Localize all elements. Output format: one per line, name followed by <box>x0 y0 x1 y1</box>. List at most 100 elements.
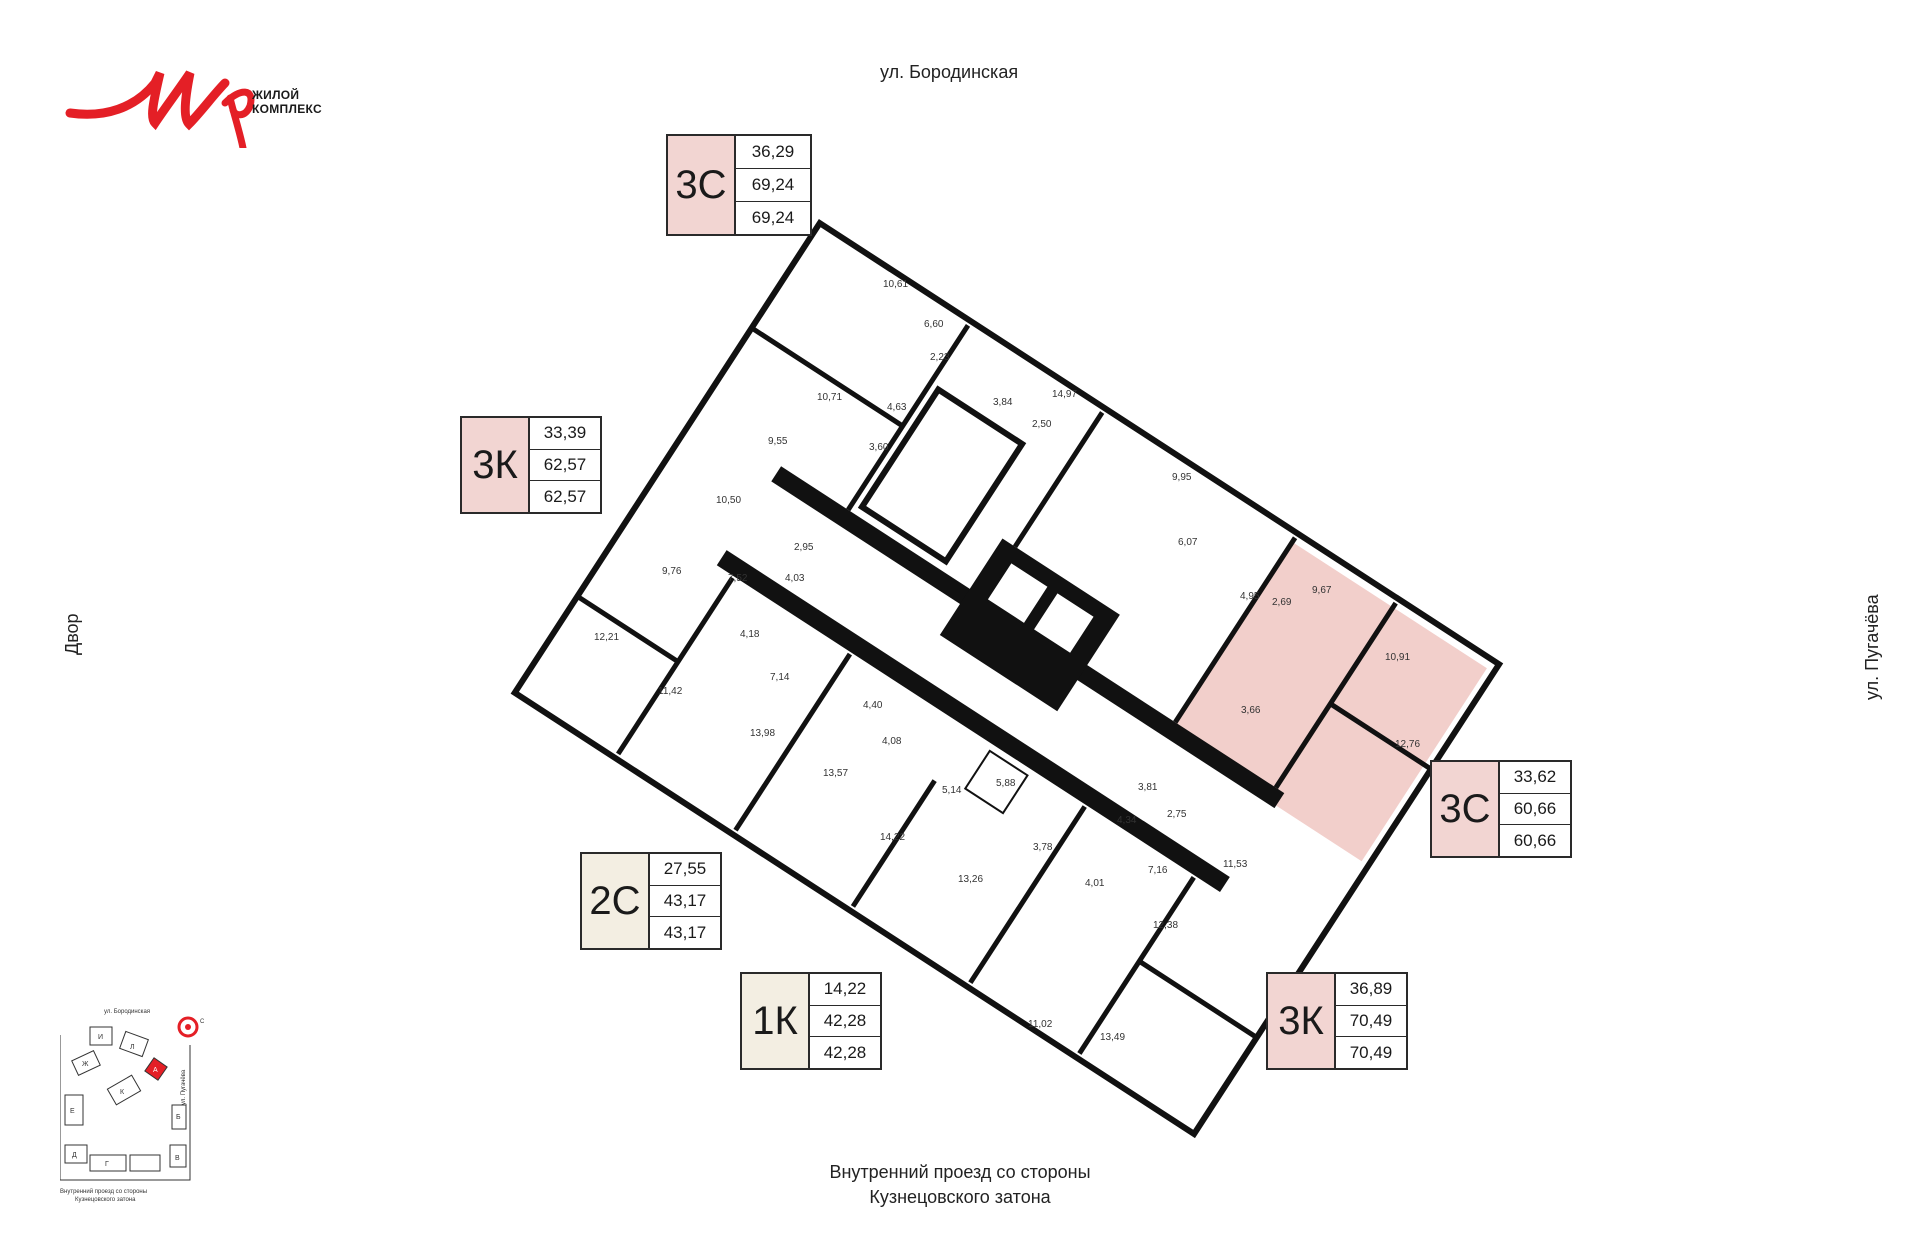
total-area: 69,24 <box>736 169 810 202</box>
room-area: 10,91 <box>1385 652 1410 663</box>
room-area: 9,95 <box>1172 472 1192 483</box>
room-area: 4,40 <box>863 700 883 711</box>
room-area: 2,69 <box>1272 597 1292 608</box>
room-area: 4,08 <box>882 736 902 747</box>
apartment-values: 36,89 70,49 70,49 <box>1336 974 1406 1068</box>
street-bottom-line1: Внутренний проезд со стороны <box>829 1162 1091 1182</box>
room-area: 3,84 <box>993 397 1013 408</box>
room-area: 4,95 <box>1240 591 1260 602</box>
apartment-type: 3С <box>1432 762 1500 856</box>
room-area: 7,16 <box>1148 865 1168 876</box>
living-area: 27,55 <box>650 854 720 886</box>
room-area: 12,38 <box>1153 920 1178 931</box>
street-bottom: Внутренний проезд со стороны Кузнецовско… <box>780 1160 1140 1210</box>
total-area: 70,49 <box>1336 1006 1406 1038</box>
section-letter: Б <box>176 1114 181 1121</box>
apartment-values: 33,39 62,57 62,57 <box>530 418 600 512</box>
total-area: 62,57 <box>530 450 600 482</box>
room-area-labels: 10,61 6,60 2,23 3,84 14,97 10,71 4,63 2,… <box>594 279 1420 1043</box>
section-letter: И <box>98 1034 103 1041</box>
room-area: 12,76 <box>1395 739 1420 750</box>
total-area-balcony: 43,17 <box>663 922 707 942</box>
corridor-wall-bottom <box>716 550 1230 893</box>
compass-north: С <box>200 1019 205 1025</box>
site-minimap: ул. Бородинская ул. Пугачёва И Л Ж А К Е… <box>60 1009 205 1203</box>
room-area: 4,01 <box>1085 878 1105 889</box>
section-letter: Е <box>70 1108 75 1115</box>
apartment-type: 3К <box>1268 974 1336 1068</box>
apartment-values: 36,29 69,24 69,24 <box>736 136 810 234</box>
apartment-card-3k-bottom[interactable]: 3К 36,89 70,49 70,49 <box>1266 972 1408 1070</box>
section-letter: В <box>175 1155 180 1162</box>
room-area: 13,98 <box>750 728 775 739</box>
minimap-street-right: ул. Пугачёва <box>181 1069 187 1105</box>
room-area: 4,18 <box>740 629 760 640</box>
minimap-caption-line1: Внутренний проезд со стороны <box>60 1188 147 1195</box>
total-area-balcony: 60,66 <box>1513 830 1557 850</box>
room-area: 2,50 <box>1032 419 1052 430</box>
room-area: 4,34 <box>1117 815 1137 826</box>
room-area: 4,63 <box>887 402 907 413</box>
room-area: 9,55 <box>768 436 788 447</box>
total-area-balcony: 70,49 <box>1349 1042 1393 1062</box>
interior-walls <box>576 323 1433 1055</box>
room-area: 11,02 <box>1028 1019 1053 1030</box>
apartment-card-3k-left[interactable]: 3К 33,39 62,57 62,57 <box>460 416 602 514</box>
room-area: 5,14 <box>942 785 962 796</box>
room-area: 11,53 <box>1223 859 1248 870</box>
room-area: 9,67 <box>1312 585 1332 596</box>
room-area: 12,21 <box>594 632 619 643</box>
living-area: 33,62 <box>1500 762 1570 794</box>
compass-icon: С <box>177 1016 205 1038</box>
section-letter: К <box>120 1089 125 1096</box>
apartment-type: 2С <box>582 854 650 948</box>
apartment-card-3c-right[interactable]: 3С 33,62 60,66 60,66 <box>1430 760 1572 858</box>
room-area: 13,49 <box>1100 1032 1125 1043</box>
room-area: 7,14 <box>770 672 790 683</box>
room-area: 3,66 <box>1241 705 1261 716</box>
room-area: 13,26 <box>958 874 983 885</box>
living-area: 14,22 <box>810 974 880 1006</box>
tagline-line2: КОМПЛЕКС <box>252 102 322 116</box>
total-area: 60,66 <box>1500 794 1570 826</box>
section-letter: Л <box>130 1044 135 1051</box>
living-area: 33,39 <box>530 418 600 450</box>
room-area: 10,71 <box>817 392 842 403</box>
apartment-values: 33,62 60,66 60,66 <box>1500 762 1570 856</box>
room-area: 6,07 <box>1178 537 1198 548</box>
building <box>510 218 1504 1139</box>
apartment-type: 1К <box>742 974 810 1068</box>
room-area: 6,60 <box>924 319 944 330</box>
room-area: 14,22 <box>880 832 905 843</box>
room-area: 13,57 <box>823 768 848 779</box>
total-area-balcony: 69,24 <box>751 208 795 227</box>
elevator-shaft-2 <box>1031 590 1097 656</box>
apartment-type: 3С <box>668 136 736 234</box>
elevator-core <box>939 538 1120 712</box>
room-area: 10,61 <box>883 279 908 290</box>
apartment-type: 3К <box>462 418 530 512</box>
room-area: 2,23 <box>930 352 950 363</box>
room-area: 11,42 <box>658 686 683 697</box>
street-top: ул. Бородинская <box>880 62 1019 82</box>
apartment-card-3c-top[interactable]: 3С 36,29 69,24 69,24 <box>666 134 812 236</box>
total-area-balcony: 42,28 <box>823 1042 867 1062</box>
room-area: 7,52 <box>728 573 748 584</box>
total-area: 42,28 <box>810 1006 880 1038</box>
logo <box>65 70 255 148</box>
total-area: 43,17 <box>650 886 720 918</box>
minimap-buildings <box>60 1026 191 1181</box>
room-area: 3,60 <box>869 442 889 453</box>
room-area: 3,78 <box>1033 842 1053 853</box>
section-letter: Г <box>105 1161 109 1168</box>
room-area: 4,03 <box>785 573 805 584</box>
street-bottom-line2: Кузнецовского затона <box>869 1187 1051 1207</box>
room-area: 5,88 <box>996 778 1016 789</box>
section-letter: Ж <box>82 1061 89 1068</box>
room-area: 3,81 <box>1138 782 1158 793</box>
apartment-values: 14,22 42,28 42,28 <box>810 974 880 1068</box>
apartment-card-2c[interactable]: 2С 27,55 43,17 43,17 <box>580 852 722 950</box>
total-area-balcony: 62,57 <box>543 486 587 506</box>
apartment-card-1k[interactable]: 1К 14,22 42,28 42,28 <box>740 972 882 1070</box>
logo-tagline: ЖИЛОЙ КОМПЛЕКС <box>252 88 322 116</box>
